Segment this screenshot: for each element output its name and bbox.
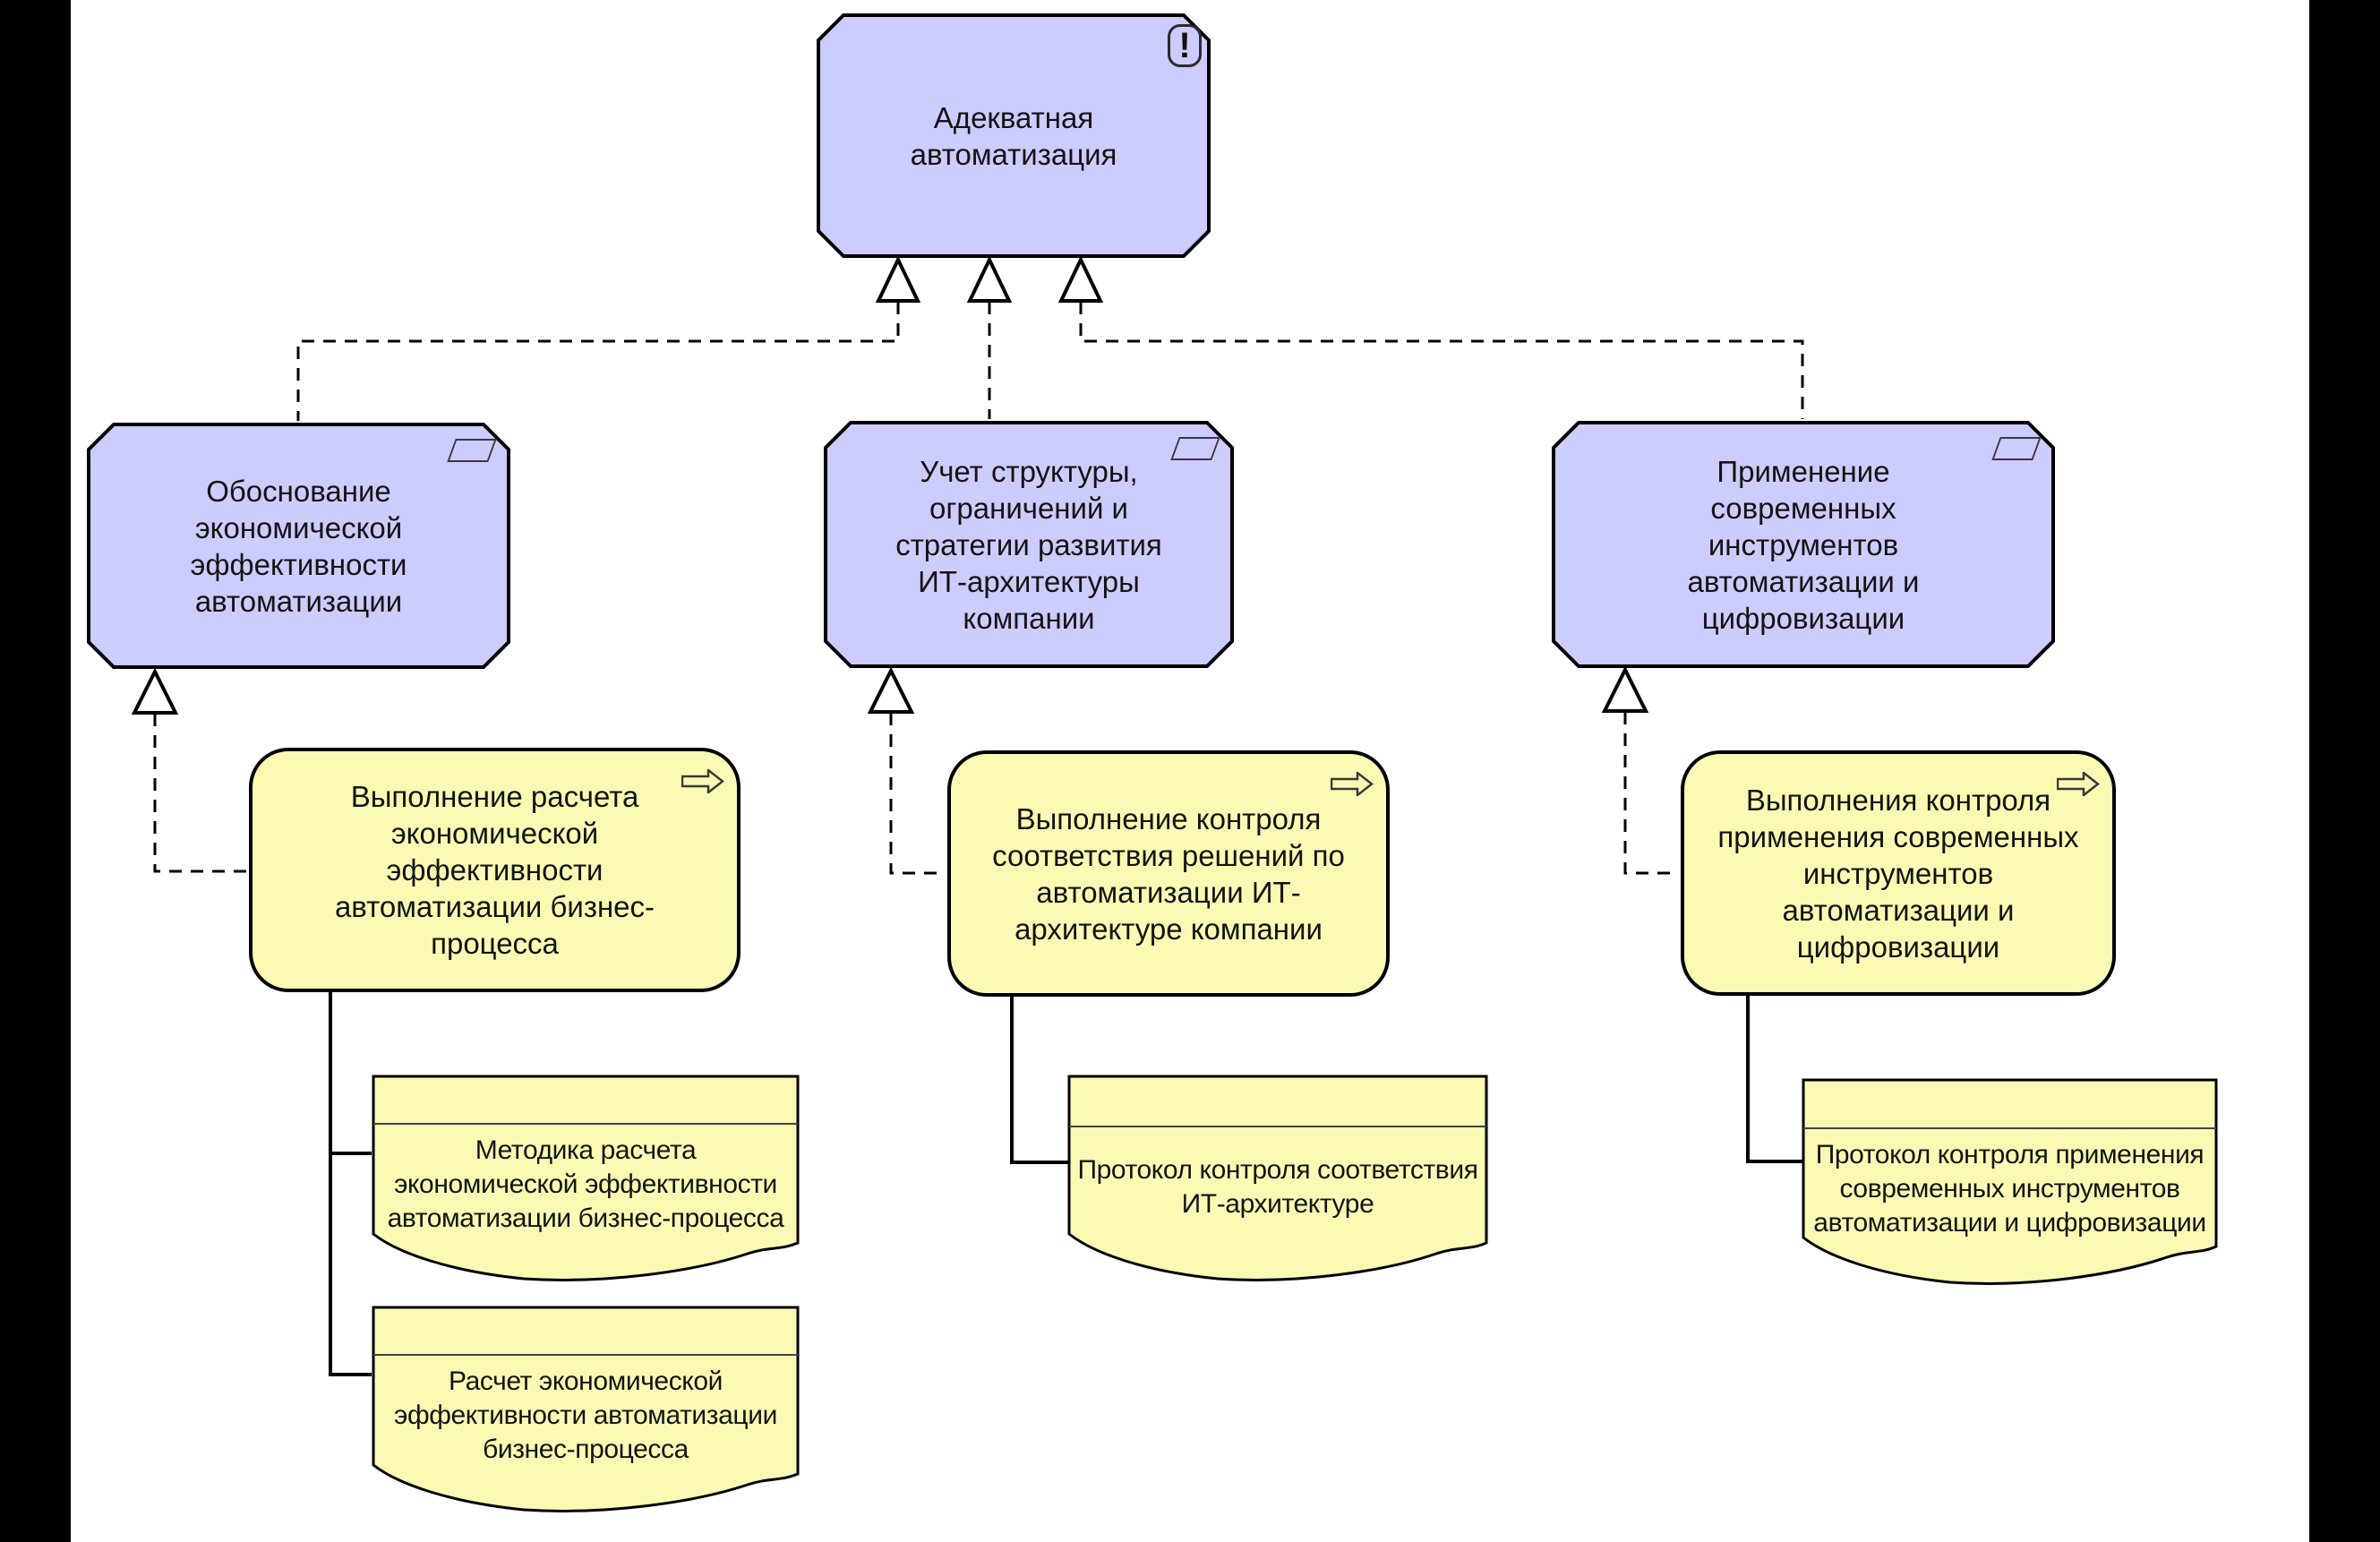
label-line: применения современных <box>1717 819 2079 853</box>
label-line: автоматизации и <box>1782 893 2015 927</box>
label-line: Выполнение контроля <box>1015 801 1322 835</box>
deliverable-document-shape <box>1067 1075 1488 1281</box>
triangle-arrowhead <box>1057 255 1104 303</box>
label-line: Выполнения контроля <box>1745 783 2051 817</box>
exclamation-icon: ! <box>1168 24 1202 67</box>
principle-label: Адекватная автоматизация <box>817 13 1211 258</box>
label-line: современных инструментов <box>1839 1173 2180 1204</box>
triangle-arrowhead <box>131 667 179 715</box>
requirement-label: Применение современных инструментов авто… <box>1552 421 2055 668</box>
label-line: компании <box>963 601 1095 635</box>
label-line: архитектуре компании <box>1014 912 1323 946</box>
deliverable-label: Протокол контроля применения современных… <box>1802 1128 2218 1249</box>
realization-proc-to-req-right <box>1623 712 1679 875</box>
label-line: автоматизации и <box>1687 564 1920 598</box>
letterbox-left-bar <box>0 0 71 1542</box>
deliverable-label: Расчет экономической эффективности автом… <box>372 1355 800 1476</box>
label-line: экономической <box>194 510 403 544</box>
label-line: процесса <box>431 927 559 960</box>
label-line: стратегии развития <box>895 527 1162 561</box>
triangle-arrowhead <box>1601 665 1649 713</box>
label-line: экономической эффективности <box>394 1169 777 1199</box>
association-proc1-docs <box>329 990 372 1376</box>
triangle-arrowhead <box>867 666 915 714</box>
association-connectors <box>329 990 1803 1376</box>
label-line: Протокол контроля применения <box>1815 1139 2204 1169</box>
deliverable-node-method[interactable]: Методика расчета экономической эффективн… <box>372 1075 800 1286</box>
label-line: инструментов <box>1802 856 1994 890</box>
requirement-label: Учет структуры, ограничений и стратегии … <box>824 421 1234 668</box>
requirement-node-modern-tools[interactable]: Применение современных инструментов авто… <box>1552 421 2055 668</box>
label-line: Адекватная <box>933 100 1094 134</box>
deliverable-node-calc[interactable]: Расчет экономической эффективности автом… <box>372 1306 800 1517</box>
label-line: автоматизации ИТ- <box>1036 875 1301 909</box>
label-line: современных <box>1710 491 1896 525</box>
requirement-octagon-shape <box>824 421 1234 668</box>
process-arrow-icon <box>1331 772 1374 796</box>
label-line: эффективности <box>190 547 407 581</box>
label-line: Обоснование <box>206 474 391 508</box>
principle-octagon-shape <box>817 13 1211 258</box>
realization-proc-to-req-left <box>153 714 247 873</box>
label-line: ограничений и <box>929 491 1128 525</box>
triangle-arrowhead <box>966 255 1013 303</box>
association-proc3-doc <box>1746 994 1803 1163</box>
process-label: Выполнения контроля применения современн… <box>1684 754 2112 992</box>
deliverable-label: Методика расчета экономической эффективн… <box>372 1124 800 1245</box>
deliverable-document-shape <box>372 1075 800 1281</box>
requirement-label: Обоснование экономической эффективности … <box>87 423 510 669</box>
process-label: Выполнение расчета экономической эффекти… <box>253 751 737 989</box>
realization-triangle-arrowheads <box>131 255 1649 715</box>
label-line: Протокол контроля соответствия <box>1077 1154 1478 1185</box>
label-line: Методика расчета <box>475 1135 697 1165</box>
label-line: Учет структуры, <box>920 454 1138 488</box>
label-line: Применение <box>1717 454 1890 488</box>
deliverable-node-protocol-arch[interactable]: Протокол контроля соответствия ИТ-архите… <box>1067 1075 1488 1286</box>
label-line: Расчет экономической <box>448 1366 723 1396</box>
association-proc2-doc <box>1010 995 1069 1164</box>
process-label: Выполнение контроля соответствия решений… <box>951 754 1386 993</box>
label-line: Выполнение расчета <box>350 780 639 813</box>
exclamation-glyph: ! <box>1178 25 1191 65</box>
realization-left-to-principle <box>296 302 900 421</box>
process-node-tools-control[interactable]: Выполнения контроля применения современн… <box>1681 750 2116 996</box>
process-node-arch-control[interactable]: Выполнение контроля соответствия решений… <box>947 750 1390 997</box>
requirement-octagon-shape <box>87 423 510 669</box>
deliverable-document-shape <box>1802 1078 2218 1285</box>
process-arrow-icon <box>2057 772 2100 796</box>
label-line: автоматизация <box>910 137 1117 171</box>
triangle-arrowhead <box>875 255 921 303</box>
letterbox-right-bar <box>2309 0 2380 1542</box>
requirement-node-it-architecture[interactable]: Учет структуры, ограничений и стратегии … <box>824 421 1234 668</box>
label-line: ИТ-архитектуры <box>918 564 1140 598</box>
realization-connectors <box>153 302 1804 875</box>
requirement-node-economic-justification[interactable]: Обоснование экономической эффективности … <box>87 423 510 669</box>
label-line: эффективности <box>386 853 604 887</box>
label-line: эффективности автоматизации <box>394 1400 777 1430</box>
requirement-octagon-shape <box>1552 421 2055 668</box>
label-line: автоматизации <box>194 584 403 618</box>
label-line: бизнес-процесса <box>483 1434 689 1464</box>
label-line: автоматизации бизнес-процесса <box>387 1203 784 1233</box>
process-node-efficiency-calc[interactable]: Выполнение расчета экономической эффекти… <box>249 748 741 992</box>
deliverable-document-shape <box>372 1306 800 1512</box>
realization-right-to-principle <box>1079 302 1804 419</box>
deliverable-node-protocol-tools[interactable]: Протокол контроля применения современных… <box>1802 1078 2218 1289</box>
label-line: цифровизации <box>1701 601 1905 635</box>
label-line: цифровизации <box>1796 929 2000 964</box>
label-line: ИТ-архитектуре <box>1181 1188 1374 1219</box>
principle-node-adequate-automation[interactable]: ! Адекватная автоматизация <box>817 13 1211 258</box>
label-line: автоматизации бизнес- <box>334 890 655 923</box>
label-line: экономической <box>390 817 599 850</box>
realization-proc-to-req-middle <box>889 713 946 875</box>
deliverable-label: Протокол контроля соответствия ИТ-архите… <box>1067 1127 1488 1247</box>
label-line: инструментов <box>1708 527 1899 561</box>
process-arrow-icon <box>681 769 724 793</box>
label-line: соответствия решений по <box>992 838 1345 872</box>
label-line: автоматизации и цифровизации <box>1813 1207 2206 1238</box>
